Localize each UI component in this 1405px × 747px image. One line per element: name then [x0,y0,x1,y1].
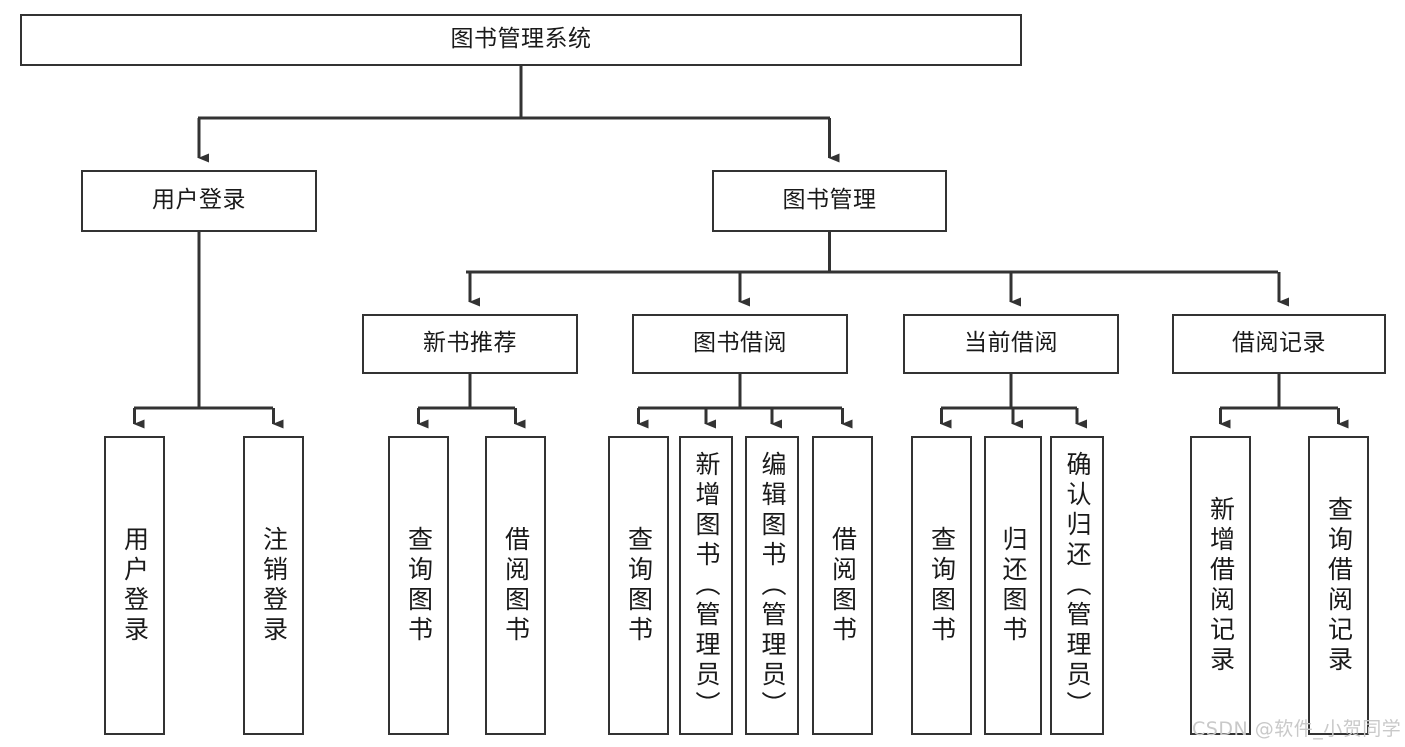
node-login[interactable]: 用户登录 [81,170,317,232]
node-leaf9[interactable]: 查询图书 [911,436,972,735]
node-label: 查询借阅记录 [1324,495,1354,676]
node-root[interactable]: 图书管理系统 [20,14,1022,66]
node-label: 编辑图书（管理员） [758,450,787,721]
node-leaf13[interactable]: 查询借阅记录 [1308,436,1369,735]
node-borrow[interactable]: 图书借阅 [632,314,848,374]
node-label: 借阅图书 [501,525,531,646]
node-label: 新增图书（管理员） [692,450,721,721]
node-label: 新书推荐 [423,330,517,357]
node-bookmgmt[interactable]: 图书管理 [712,170,947,232]
node-label: 注销登录 [259,525,289,646]
node-leaf5[interactable]: 查询图书 [608,436,669,735]
node-label: 新增借阅记录 [1206,495,1236,676]
node-leaf7[interactable]: 编辑图书（管理员） [745,436,799,735]
node-newbook[interactable]: 新书推荐 [362,314,578,374]
node-leaf6[interactable]: 新增图书（管理员） [679,436,733,735]
node-leaf1[interactable]: 用户登录 [104,436,165,735]
node-label: 用户登录 [152,187,246,214]
node-label: 查询图书 [927,525,957,646]
node-label: 当前借阅 [964,330,1058,357]
node-label: 图书管理系统 [450,26,592,53]
node-label: 图书管理 [782,187,877,214]
node-label: 查询图书 [624,525,654,646]
node-label: 借阅图书 [828,525,858,646]
node-leaf11[interactable]: 确认归还（管理员） [1050,436,1104,735]
node-leaf3[interactable]: 查询图书 [388,436,449,735]
node-label: 归还图书 [999,525,1028,646]
node-leaf4[interactable]: 借阅图书 [485,436,546,735]
node-label: 借阅记录 [1232,330,1326,357]
csdn-watermark: CSDN @软件_小贺同学 [1192,718,1402,740]
node-leaf2[interactable]: 注销登录 [243,436,304,735]
node-label: 图书借阅 [693,330,787,357]
node-label: 确认归还（管理员） [1063,450,1092,721]
node-records[interactable]: 借阅记录 [1172,314,1386,374]
node-leaf12[interactable]: 新增借阅记录 [1190,436,1251,735]
node-label: 查询图书 [404,525,434,646]
node-current[interactable]: 当前借阅 [903,314,1119,374]
node-label: 用户登录 [120,525,150,646]
node-leaf10[interactable]: 归还图书 [984,436,1042,735]
node-leaf8[interactable]: 借阅图书 [812,436,873,735]
